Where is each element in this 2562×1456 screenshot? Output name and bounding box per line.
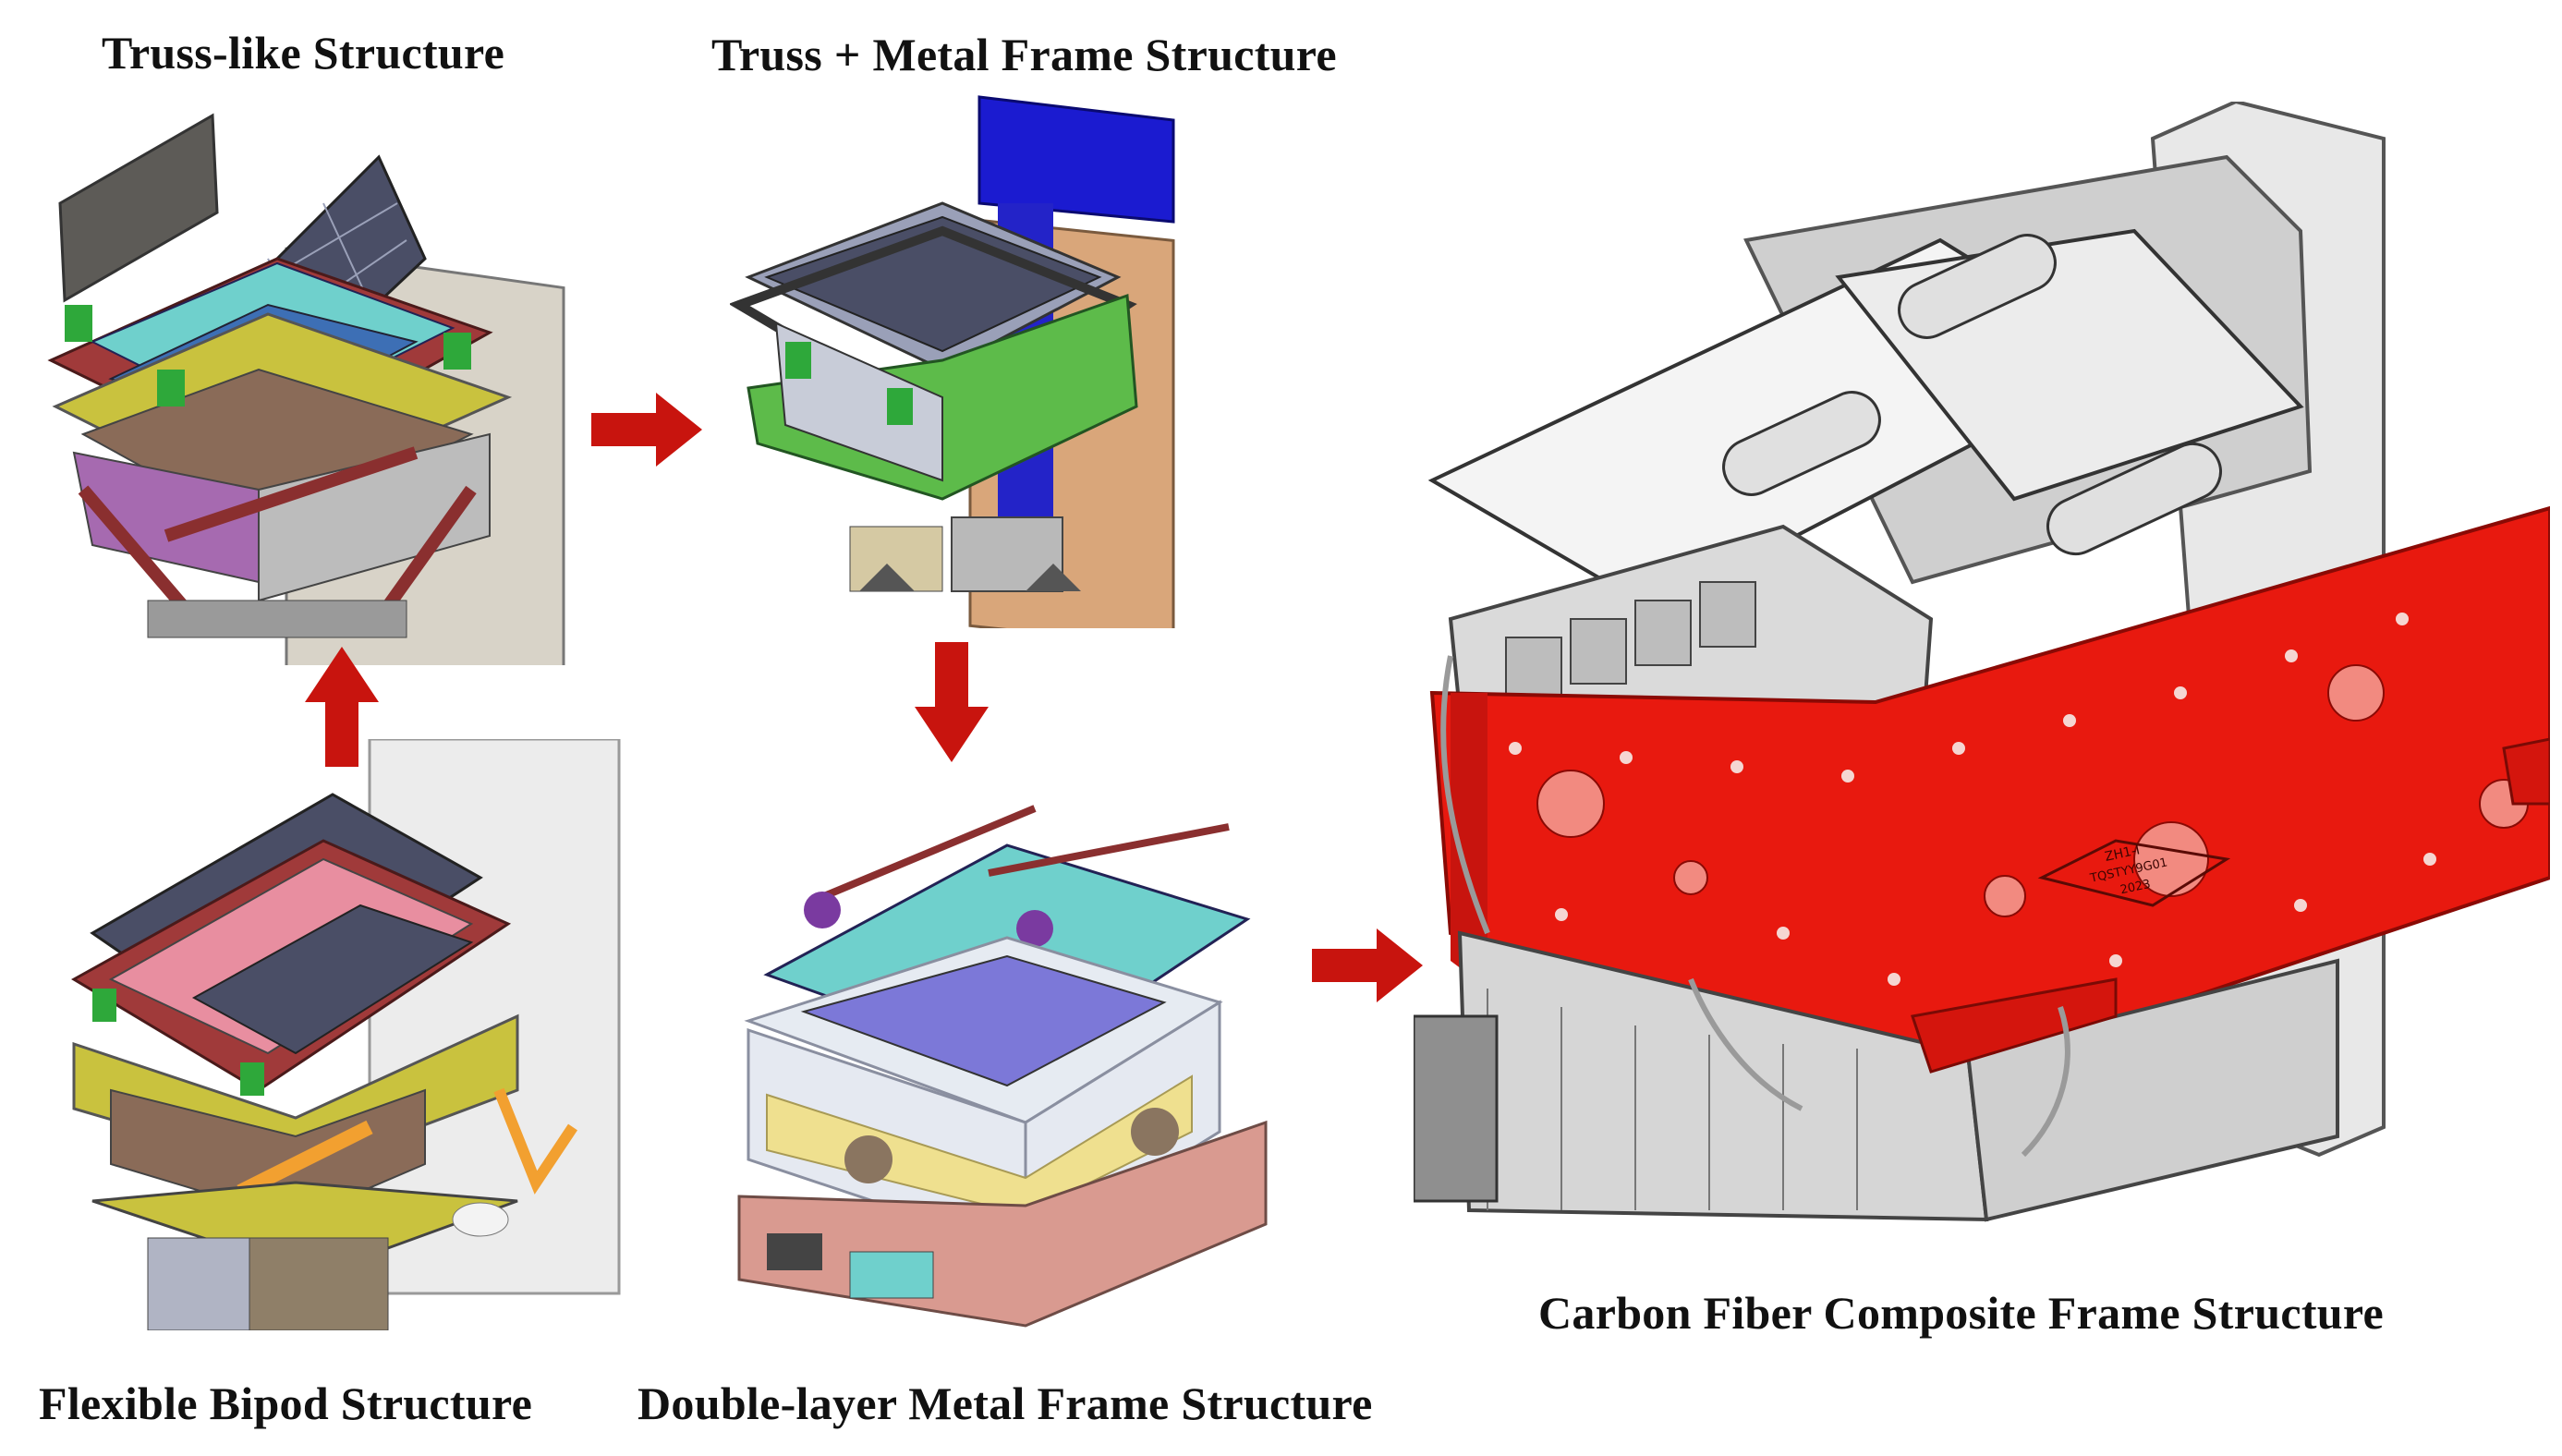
arrow-down-metal-to-double-layer xyxy=(915,642,989,762)
caption-flexible-bipod: Flexible Bipod Structure xyxy=(39,1377,533,1429)
arrow-up-bipod-to-truss xyxy=(305,647,379,767)
caption-truss-like: Truss-like Structure xyxy=(102,27,505,79)
arrow-right-double-layer-to-composite xyxy=(1312,928,1423,1002)
truss-metal-frame-structure-model xyxy=(730,92,1201,628)
caption-truss-metal-frame: Truss + Metal Frame Structure xyxy=(711,29,1337,80)
arrow-right-truss-to-metal xyxy=(591,393,702,467)
truss-like-structure-model xyxy=(28,102,582,665)
double-layer-metal-frame-structure-model xyxy=(730,790,1303,1335)
flexible-bipod-structure-model xyxy=(55,739,628,1330)
plate-marking-line3: 2023 xyxy=(2119,878,2152,898)
carbon-fiber-composite-frame-structure-model: ZH1-I TQSTYY9G01 2023 xyxy=(1414,102,2550,1275)
caption-carbon-fiber-frame: Carbon Fiber Composite Frame Structure xyxy=(1538,1287,2384,1339)
plate-marking-line1: ZH1-I xyxy=(2104,843,2142,865)
caption-double-layer-metal-frame: Double-layer Metal Frame Structure xyxy=(637,1377,1373,1429)
